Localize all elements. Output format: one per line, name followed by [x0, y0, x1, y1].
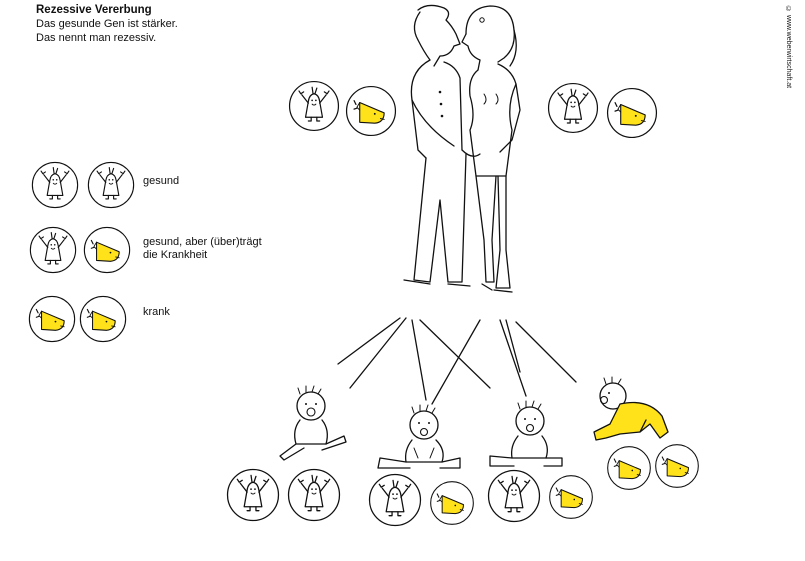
child-healthy-icon — [279, 385, 347, 461]
father-genes — [290, 82, 396, 136]
healthy-gene-icon — [290, 82, 339, 131]
child-carrier-icon — [377, 404, 461, 469]
mutant-gene-icon — [608, 89, 657, 138]
child-carrier-icon — [489, 400, 563, 467]
healthy-gene-icon — [489, 471, 540, 522]
explanation-line-2: Das nennt man rezessiv. — [36, 32, 157, 44]
legend-label-carrier-2: die Krankheit — [143, 249, 208, 261]
explanation-line-1: Das gesunde Gen ist stärker. — [36, 18, 178, 30]
mutant-gene-icon — [29, 296, 74, 341]
legend-carrier-pair — [30, 227, 129, 272]
healthy-gene-icon — [549, 84, 598, 133]
mutant-gene-icon — [431, 482, 474, 525]
mother-genes — [549, 84, 657, 138]
child-3-genes — [489, 471, 593, 522]
healthy-gene-icon — [289, 470, 340, 521]
child-affected-icon — [593, 376, 669, 441]
diagram-title: Rezessive Vererbung — [36, 4, 152, 16]
copyright-credit: © www.weberwirtschaft.at — [785, 6, 792, 89]
legend-label-sick: krank — [143, 306, 170, 318]
healthy-gene-icon — [32, 162, 77, 207]
child-1-genes — [228, 470, 340, 521]
healthy-gene-icon — [228, 470, 279, 521]
mutant-gene-icon — [550, 476, 593, 519]
child-2-genes — [370, 475, 474, 526]
legend-sick-pair — [29, 296, 125, 341]
legend-healthy-pair — [32, 162, 133, 207]
mutant-gene-icon — [608, 447, 651, 490]
parents-couple-icon — [403, 4, 521, 293]
mutant-gene-icon — [347, 87, 396, 136]
legend-label-carrier-1: gesund, aber (über)trägt — [143, 236, 262, 248]
legend-label-healthy: gesund — [143, 175, 180, 187]
mutant-gene-icon — [656, 445, 699, 488]
mutant-gene-icon — [84, 227, 129, 272]
child-4-genes — [608, 445, 699, 490]
healthy-gene-icon — [30, 227, 75, 272]
healthy-gene-icon — [88, 162, 133, 207]
healthy-gene-icon — [370, 475, 421, 526]
inheritance-lines — [337, 317, 577, 405]
mutant-gene-icon — [80, 296, 125, 341]
